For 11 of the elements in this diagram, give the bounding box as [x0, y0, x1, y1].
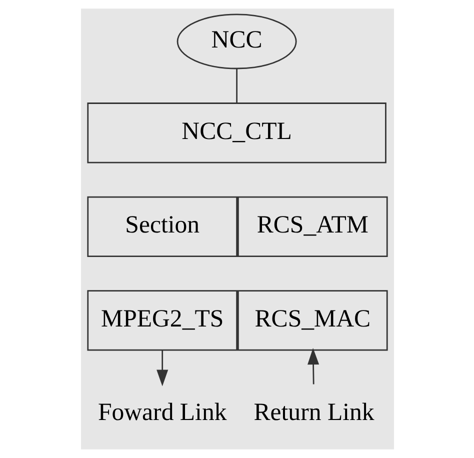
node-box: NCC_CTL	[86, 102, 386, 164]
node-text: Foward Link	[97, 399, 226, 426]
arrow	[307, 348, 319, 384]
node-box: Section	[86, 196, 237, 257]
connector	[236, 68, 237, 103]
node-text: Return Link	[253, 399, 374, 426]
node-box: RCS_ATM	[237, 196, 388, 257]
node-ellipse: NCC	[176, 14, 296, 70]
arrow	[156, 350, 168, 386]
node-box: MPEG2_TS	[86, 290, 237, 351]
node-box: RCS_MAC	[237, 290, 388, 351]
